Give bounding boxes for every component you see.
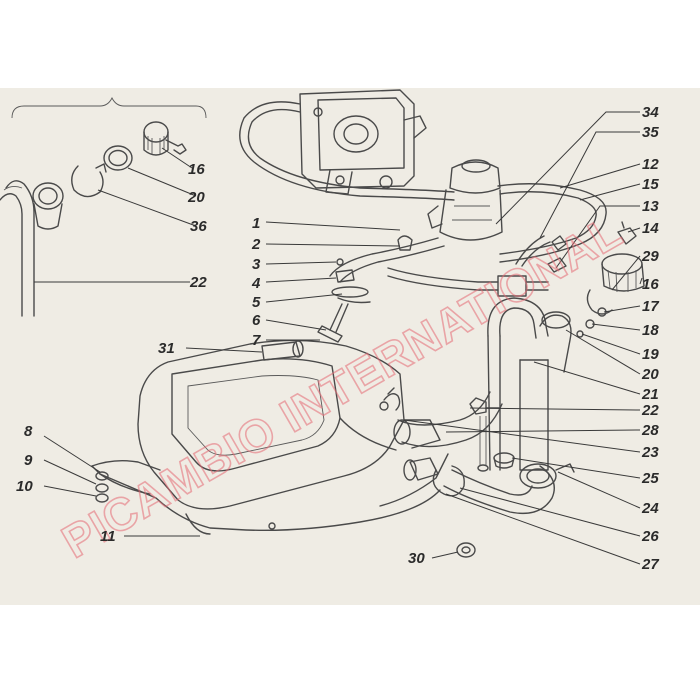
callout-label: 20 <box>641 366 659 383</box>
hose-clamp <box>71 163 107 198</box>
washers-left <box>95 471 109 503</box>
callout-label: 7 <box>252 332 261 349</box>
callout-label: 13 <box>642 198 659 215</box>
callout-label: 5 <box>252 294 261 311</box>
fuel-return-hose-loop <box>239 101 455 201</box>
filler-cap-with-lock <box>143 121 187 156</box>
callout-labels: 16 20 36 22 1 2 3 4 5 6 7 31 34 35 12 15… <box>16 104 659 573</box>
grouping-bracket <box>11 96 207 119</box>
callout-label: 14 <box>642 220 659 237</box>
callout-label: 26 <box>641 528 659 545</box>
vent-pipe <box>261 340 304 361</box>
fuel-level-sender <box>317 258 371 343</box>
callout-label: 22 <box>189 274 207 291</box>
callout-label: 2 <box>251 236 261 253</box>
callout-label: 8 <box>24 423 33 440</box>
callout-label: 31 <box>158 340 175 357</box>
callout-label: 18 <box>642 322 659 339</box>
callout-label: 20 <box>187 189 205 206</box>
fuel-pump <box>427 159 503 241</box>
callout-label: 23 <box>641 444 659 461</box>
elbow-hose <box>403 457 575 515</box>
callout-label: 36 <box>190 218 207 235</box>
rubber-grommet-30 <box>456 542 476 558</box>
callout-label: 34 <box>642 104 659 121</box>
callout-label: 17 <box>642 298 659 315</box>
callout-label: 16 <box>642 276 659 293</box>
callout-label: 29 <box>641 248 659 265</box>
callout-label: 6 <box>252 312 261 329</box>
sealing-ring <box>103 145 133 171</box>
small-clamp-14 <box>617 221 637 245</box>
callout-label: 27 <box>641 556 659 573</box>
filler-neck-pipe <box>539 311 572 373</box>
callout-label: 24 <box>641 500 659 517</box>
callout-label: 15 <box>642 176 659 193</box>
callout-label: 12 <box>642 156 659 173</box>
filler-hose-middle <box>383 387 503 448</box>
callout-label: 28 <box>641 422 659 439</box>
callout-label: 1 <box>252 215 260 232</box>
carburettor <box>299 89 427 195</box>
hose-end-fittings <box>547 235 567 273</box>
callout-label: 11 <box>100 528 116 545</box>
filler-neck-ring <box>32 182 64 230</box>
callout-label: 30 <box>408 550 425 567</box>
leader-lines <box>34 111 643 565</box>
callout-label: 22 <box>641 402 659 419</box>
callout-label: 3 <box>252 256 261 273</box>
callout-label: 25 <box>641 470 659 487</box>
callout-label: 21 <box>641 386 659 403</box>
callout-label: 4 <box>251 275 261 292</box>
callout-label: 9 <box>24 452 33 469</box>
callout-label: 16 <box>188 161 205 178</box>
hose-clip-1 <box>397 235 413 251</box>
filler-hose-left <box>0 180 35 317</box>
callout-label: 10 <box>16 478 33 495</box>
fuel-lines <box>329 183 607 297</box>
callout-label: 19 <box>642 346 659 363</box>
callout-label: 35 <box>642 124 659 141</box>
grommet-25 <box>493 452 515 469</box>
